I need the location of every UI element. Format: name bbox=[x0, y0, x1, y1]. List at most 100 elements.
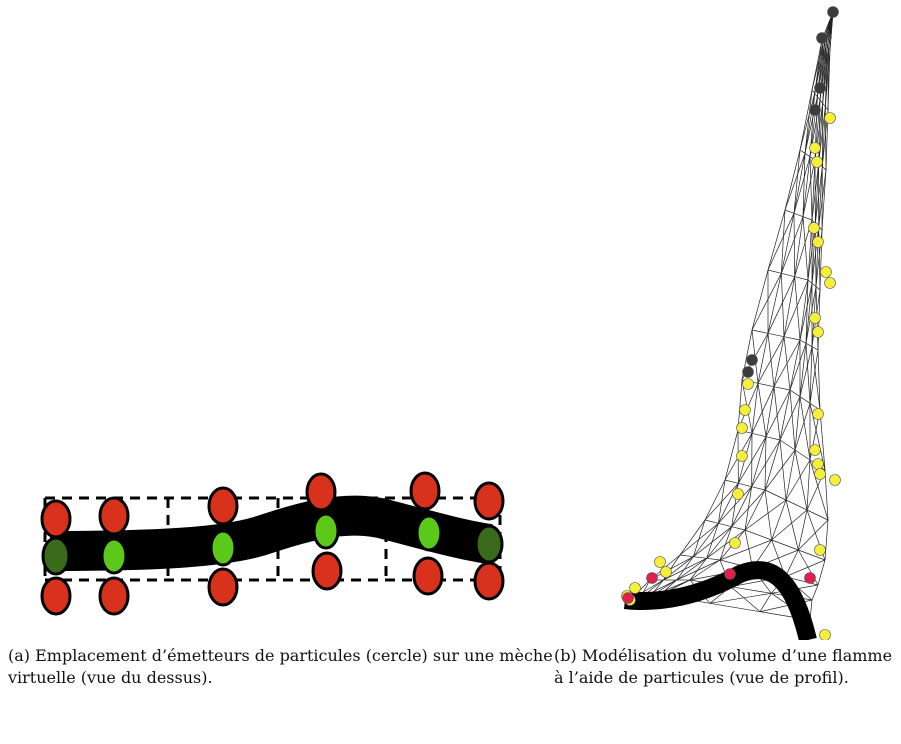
emitter-inner bbox=[100, 537, 128, 575]
mesh-edge bbox=[773, 386, 781, 441]
mesh-edge bbox=[799, 279, 809, 341]
mesh-edge bbox=[744, 499, 787, 531]
mesh-edge bbox=[765, 386, 775, 437]
mesh-edge bbox=[773, 336, 785, 387]
particle-yellow bbox=[824, 277, 836, 289]
mesh-edge bbox=[784, 153, 806, 211]
mesh-edge bbox=[784, 209, 795, 214]
mesh-edge bbox=[767, 332, 785, 338]
particle-pink bbox=[724, 568, 736, 580]
mesh-edge bbox=[799, 149, 806, 154]
mesh-edge bbox=[799, 283, 813, 341]
mesh-edge bbox=[783, 279, 809, 337]
mesh-edge bbox=[724, 429, 739, 481]
particle-yellow bbox=[739, 404, 751, 416]
particle-dark bbox=[742, 366, 754, 378]
mesh-edge bbox=[827, 49, 831, 111]
mesh-edge bbox=[759, 593, 772, 612]
mesh-edge bbox=[806, 459, 811, 511]
mesh-edge bbox=[744, 529, 772, 541]
particle-yellow bbox=[660, 566, 672, 578]
particle-yellow bbox=[812, 236, 824, 248]
mesh-edge bbox=[783, 276, 796, 337]
particle-yellow bbox=[732, 488, 744, 500]
mesh-edge bbox=[811, 346, 821, 411]
particle-dark bbox=[746, 354, 758, 366]
emitter-outer bbox=[98, 576, 130, 616]
mesh-edge bbox=[802, 159, 816, 217]
mesh-edge bbox=[817, 559, 826, 586]
mesh-edge bbox=[794, 216, 804, 277]
mesh-edge bbox=[751, 383, 759, 434]
mesh-edge bbox=[764, 449, 796, 491]
panel-flame-volume: (b) Modélisation du volume d’une flamme … bbox=[554, 0, 901, 744]
particle-yellow bbox=[812, 326, 824, 338]
mesh-edge bbox=[804, 153, 811, 157]
mesh-edge bbox=[824, 469, 829, 521]
mesh-edge bbox=[744, 489, 766, 531]
mesh-edge bbox=[771, 539, 799, 551]
mesh-edge bbox=[780, 273, 785, 337]
particle-yellow bbox=[654, 556, 666, 568]
particle-pink bbox=[646, 572, 658, 584]
particle-yellow bbox=[819, 629, 831, 640]
particle-yellow bbox=[729, 537, 741, 549]
mesh-edge bbox=[789, 339, 801, 391]
mesh-edge bbox=[811, 346, 819, 351]
mesh-edge bbox=[704, 479, 726, 521]
mesh-edge bbox=[765, 389, 791, 437]
emitter-outer bbox=[305, 472, 337, 512]
mesh-edge bbox=[805, 343, 813, 347]
mesh-edge bbox=[767, 213, 795, 271]
mesh-edge bbox=[771, 499, 787, 541]
mesh-edge bbox=[751, 269, 769, 331]
mesh-edge bbox=[811, 41, 824, 91]
particle-dark bbox=[814, 82, 826, 94]
mesh-edge bbox=[783, 336, 801, 341]
mesh-edge bbox=[663, 558, 707, 581]
mesh-edge bbox=[693, 556, 707, 559]
wick bbox=[623, 561, 817, 640]
mesh-edge bbox=[689, 559, 721, 581]
mesh-edge bbox=[781, 216, 804, 274]
outer-emitters bbox=[40, 471, 505, 616]
emitter-outer bbox=[412, 556, 444, 596]
mesh-edge bbox=[706, 523, 719, 559]
mesh-edge bbox=[757, 382, 775, 388]
mesh-edge bbox=[773, 339, 801, 387]
mesh-edge bbox=[718, 522, 732, 528]
particle-dark bbox=[816, 32, 828, 44]
mesh-edge bbox=[825, 106, 829, 111]
wick-emitter-diagram bbox=[40, 471, 505, 616]
mesh-edge bbox=[738, 482, 752, 488]
mesh-edge bbox=[794, 449, 811, 461]
particle-pink bbox=[622, 592, 634, 604]
mesh-edge bbox=[799, 346, 813, 397]
mesh-edge bbox=[738, 436, 767, 484]
mesh-edge bbox=[794, 449, 808, 511]
mesh-edge bbox=[811, 226, 820, 284]
emitter-outer bbox=[311, 551, 343, 591]
mesh-edge bbox=[751, 486, 766, 491]
mesh-edge bbox=[794, 396, 801, 451]
particle-yellow bbox=[812, 458, 824, 470]
mesh-edge bbox=[785, 559, 826, 577]
mesh-edge bbox=[773, 386, 791, 391]
mesh-edge bbox=[822, 48, 830, 104]
mesh-edge bbox=[779, 439, 796, 451]
particle-yellow bbox=[736, 422, 748, 434]
particle-yellow bbox=[814, 468, 826, 480]
mesh-edge bbox=[676, 559, 721, 581]
mesh-edge bbox=[764, 489, 787, 501]
mesh-edge bbox=[799, 396, 811, 461]
mesh-edge bbox=[692, 519, 706, 557]
mesh-edge bbox=[706, 557, 721, 561]
mesh-edge bbox=[799, 343, 807, 397]
mesh-edge bbox=[818, 169, 827, 227]
mesh-edge bbox=[789, 389, 801, 397]
mesh-edge bbox=[676, 558, 707, 581]
mesh-edge bbox=[785, 549, 799, 577]
emitter-outer bbox=[40, 576, 72, 616]
mesh-edge bbox=[785, 499, 799, 551]
emitter-outer bbox=[40, 499, 72, 539]
